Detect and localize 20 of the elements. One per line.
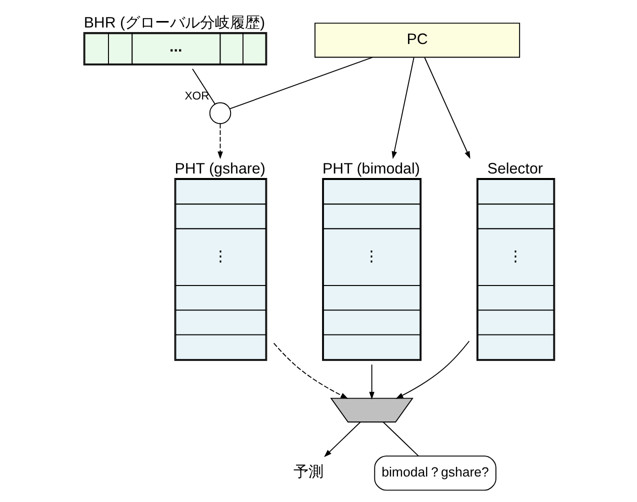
node-label: BHR (グローバル分岐履歴) <box>83 14 265 32</box>
arrow <box>272 342 348 399</box>
arrow <box>324 422 360 458</box>
node-label: PHT (gshare) <box>174 160 265 178</box>
node-trapezoid <box>330 398 413 422</box>
node-label: XOR <box>184 90 209 103</box>
node-text: 予測 <box>292 464 323 481</box>
connector <box>229 56 373 110</box>
arrow <box>424 57 470 159</box>
node-label: PHT (bimodal) <box>322 160 420 178</box>
arrow <box>395 340 470 399</box>
node-box: bimodal？gshare? <box>374 456 496 491</box>
node-label: Selector <box>486 160 542 178</box>
arrow <box>368 364 374 400</box>
node-box: PC <box>314 22 520 58</box>
connector <box>192 68 215 105</box>
node-circle <box>208 102 231 124</box>
arrow <box>217 123 222 160</box>
arrow <box>391 57 414 160</box>
connector <box>382 422 419 457</box>
